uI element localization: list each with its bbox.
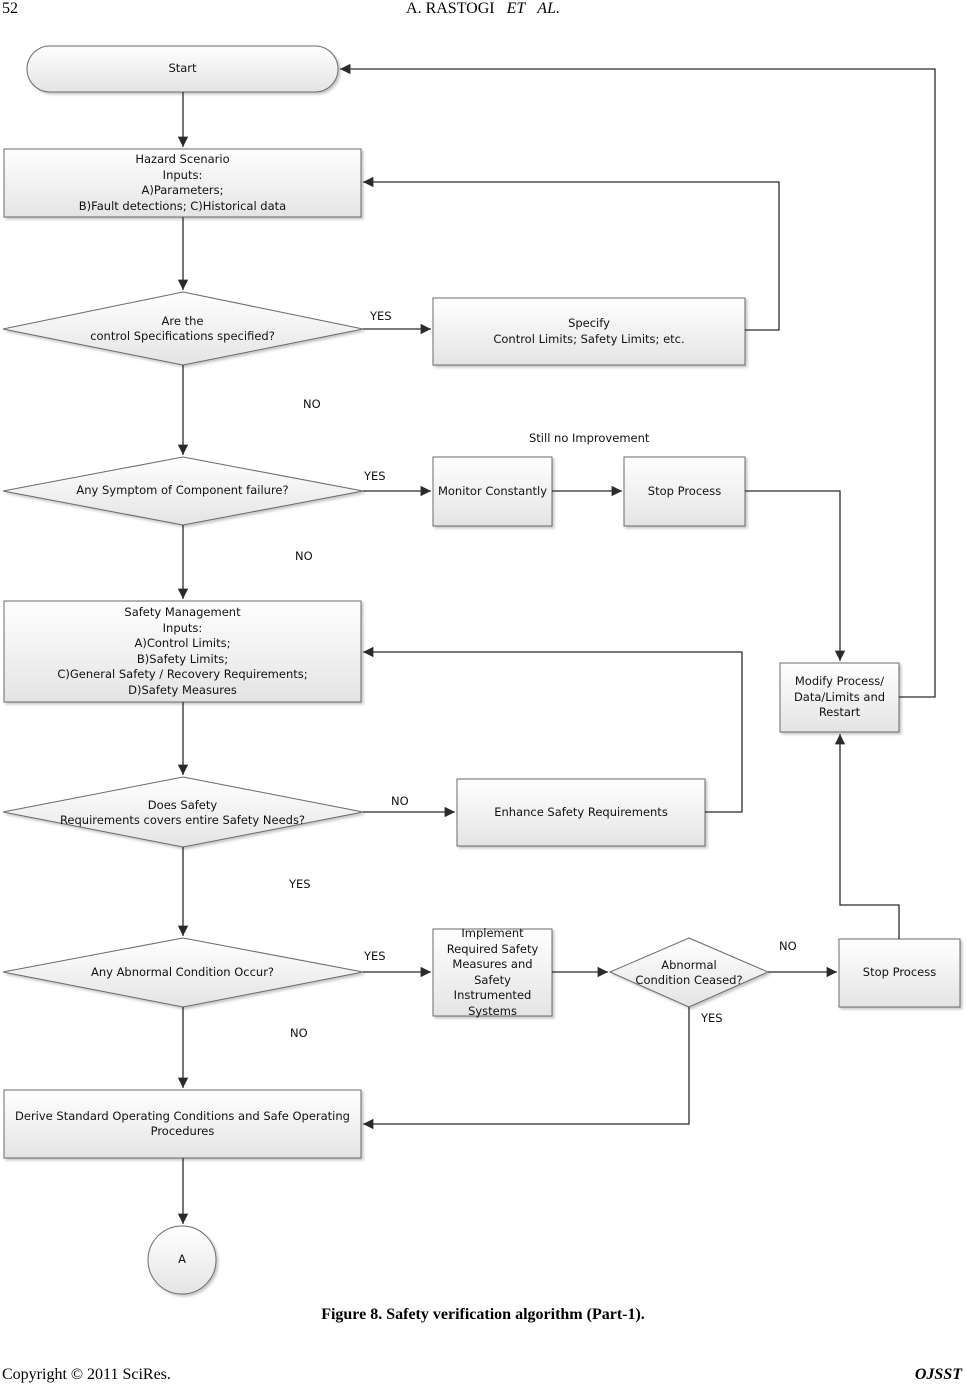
stop-process-2-shape: [838, 938, 961, 1008]
derive-sop-label: Derive Standard Operating Conditions and…: [15, 1108, 350, 1139]
monitor-constantly-shape: [432, 456, 553, 527]
safety-management-shape: [3, 600, 362, 703]
edge-label-specs-no: NO: [303, 397, 321, 411]
specify-limits-label: Specify Control Limits; Safety Limits; e…: [493, 316, 685, 346]
page-header: 52 A. RASTOGI ET AL.: [0, 0, 966, 20]
edge-label-requirements-no: NO: [391, 794, 409, 808]
safety-requirements-decision-label: Does Safety Requirements covers entire S…: [59, 797, 306, 828]
connector-a-shape: [147, 1225, 217, 1295]
footer-copyright: Copyright © 2011 SciRes.: [2, 1366, 171, 1383]
condition-ceased-decision-label: Abnormal Condition Ceased?: [635, 957, 743, 988]
edge-stop-to-modify: [745, 490, 846, 661]
safety-management-label: Safety Management Inputs: A)Control Limi…: [57, 605, 308, 697]
edge-label-still-no-improvement: Still no Improvement: [529, 431, 650, 445]
page-number: 52: [2, 0, 18, 17]
control-specs-decision-label: Are the control Specifications specified…: [90, 313, 275, 344]
monitor-constantly-label: Monitor Constantly: [437, 483, 548, 498]
enhance-safety-shape: [456, 778, 706, 847]
edge-modify-to-start: [340, 63, 936, 698]
edge-stop-to-modify-up: [834, 734, 900, 939]
enhance-safety-label: Enhance Safety Requirements: [494, 804, 668, 819]
edge-label-requirements-yes: YES: [289, 877, 311, 891]
stop-process-1-label: Stop Process: [647, 483, 722, 498]
edge-label-failure-no: NO: [295, 549, 313, 563]
edge-label-abnormal-no: NO: [290, 1026, 308, 1040]
flowchart-canvas: [2, 45, 961, 1295]
implement-safety-shape: [432, 928, 553, 1017]
connector-a-label: A: [178, 1252, 186, 1267]
edge-label-abnormal-yes: YES: [364, 949, 386, 963]
edge-specify-to-hazard: [363, 176, 780, 331]
running-head: A. RASTOGI ET AL.: [0, 0, 966, 18]
specify-limits-shape: [432, 297, 746, 366]
edge-ceased-yes-to-sop: [363, 1007, 690, 1130]
modify-process-shape: [779, 662, 900, 733]
modify-process-label: Modify Process/ Data/Limits and Restart: [793, 674, 886, 720]
stop-process-1-shape: [623, 456, 746, 527]
start-label: Start: [168, 61, 197, 76]
figure-caption: Figure 8. Safety verification algorithm …: [321, 1306, 645, 1323]
edge-label-specs-yes: YES: [370, 309, 392, 323]
running-head-et: ET: [506, 0, 526, 17]
derive-sop-shape: [3, 1089, 362, 1159]
hazard-scenario-label: Hazard Scenario Inputs: A)Parameters; B)…: [78, 152, 287, 213]
component-failure-decision-label: Any Symptom of Component failure?: [76, 483, 289, 498]
abnormal-condition-decision-label: Any Abnormal Condition Occur?: [90, 965, 275, 980]
edge-label-ceased-yes: YES: [701, 1011, 723, 1025]
running-head-al: AL.: [537, 0, 560, 17]
running-head-author: A. RASTOGI: [406, 0, 495, 17]
edge-label-ceased-no: NO: [779, 939, 797, 953]
edge-label-failure-yes: YES: [364, 469, 386, 483]
stop-process-2-label: Stop Process: [862, 965, 937, 980]
implement-safety-label: Implement Required Safety Measures and S…: [446, 926, 539, 1018]
flowchart-diagram: Start Hazard Scenario Inputs: A)Paramete…: [2, 45, 961, 1295]
edge-enhance-to-safety-mgmt: [363, 646, 743, 813]
footer-journal: OJSST: [914, 1366, 962, 1383]
